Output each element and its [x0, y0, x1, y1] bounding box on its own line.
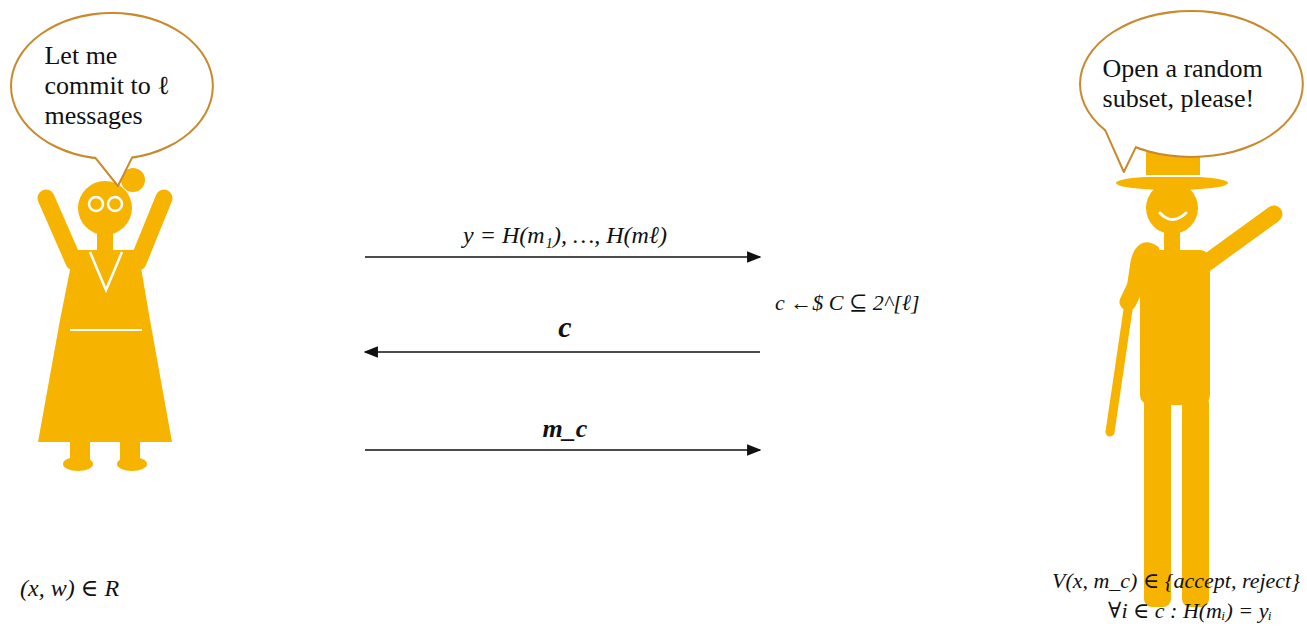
glasses: [108, 197, 122, 211]
arm: [1205, 214, 1274, 264]
response-label: m_c: [543, 414, 588, 444]
smile: [1160, 213, 1186, 220]
foot: [63, 457, 93, 471]
verification-label: V(x, m_c) ∈ {accept, reject}: [1052, 568, 1300, 594]
hat-band: [1146, 175, 1200, 177]
prover-figure: [38, 168, 172, 471]
arm: [46, 198, 74, 262]
bubble-text: Open a random subset, please!: [1103, 54, 1281, 114]
dress-seam: [70, 329, 142, 331]
cane: [1110, 247, 1155, 432]
collar: [90, 252, 122, 290]
sampling-note: c ←$ C ⊆ 2^[ℓ]: [775, 290, 919, 316]
bubble-ellipse: [1081, 12, 1302, 156]
verifier-figure: [1116, 148, 1274, 607]
bubble-fill: [1081, 12, 1302, 156]
message-arrow: [365, 256, 760, 258]
arm: [138, 198, 164, 262]
foot: [117, 457, 147, 471]
response-arrow: [365, 449, 760, 451]
dress: [38, 250, 172, 442]
challenge-arrow: [365, 351, 760, 353]
head: [78, 181, 132, 235]
challenge-label: c: [558, 310, 571, 344]
bubble-fill: [12, 14, 212, 158]
speech-bubble: Let me commit to ℓ messages: [12, 14, 212, 158]
message-label: y = H(m₁), …, H(mℓ): [463, 222, 667, 249]
head: [1146, 182, 1198, 234]
bubble-text: Let me commit to ℓ messages: [44, 41, 179, 131]
speech-bubble: Open a random subset, please!: [1081, 12, 1302, 156]
glasses: [89, 197, 103, 211]
bubble-ellipse: [12, 14, 212, 158]
hash-check-label: ∀i ∈ c : H(mᵢ) = yᵢ: [1108, 598, 1272, 624]
statement-label: (x, w) ∈ R: [20, 574, 119, 602]
